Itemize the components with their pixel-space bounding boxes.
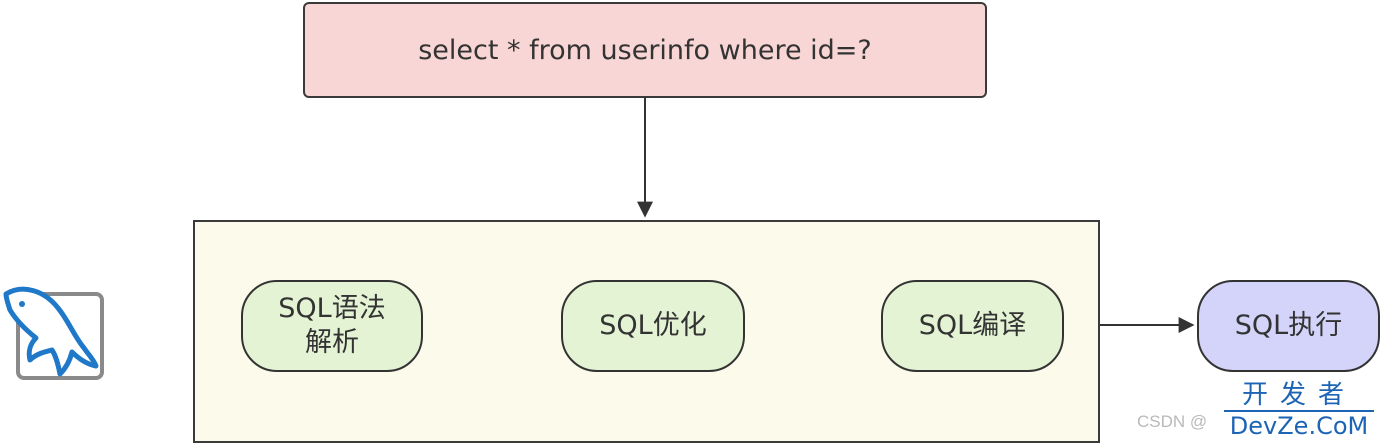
devze-watermark-logo: 开发者 DevZe.CoM — [1224, 380, 1374, 440]
stage-sql-compile: SQL编译 — [881, 280, 1064, 372]
stage-sql-optimize: SQL优化 — [561, 280, 745, 372]
stage-parse-label-line2: 解析 — [305, 327, 359, 358]
stage-compile-label: SQL编译 — [918, 310, 1027, 342]
stage-sql-parse: SQL语法 解析 — [241, 280, 423, 372]
sql-query-text: select * from userinfo where id=? — [418, 34, 872, 66]
mysql-dolphin-icon — [3, 286, 104, 380]
sql-query-box: select * from userinfo where id=? — [303, 2, 987, 98]
stage-optimize-label: SQL优化 — [599, 310, 707, 342]
stage-parse-label-line1: SQL语法 — [278, 293, 386, 325]
watermark-english: DevZe.CoM — [1224, 410, 1374, 440]
csdn-watermark: CSDN @ — [1137, 412, 1208, 431]
watermark-chinese: 开发者 — [1241, 380, 1356, 410]
stage-execute-label: SQL执行 — [1234, 310, 1343, 342]
stage-sql-execute: SQL执行 — [1197, 280, 1380, 372]
